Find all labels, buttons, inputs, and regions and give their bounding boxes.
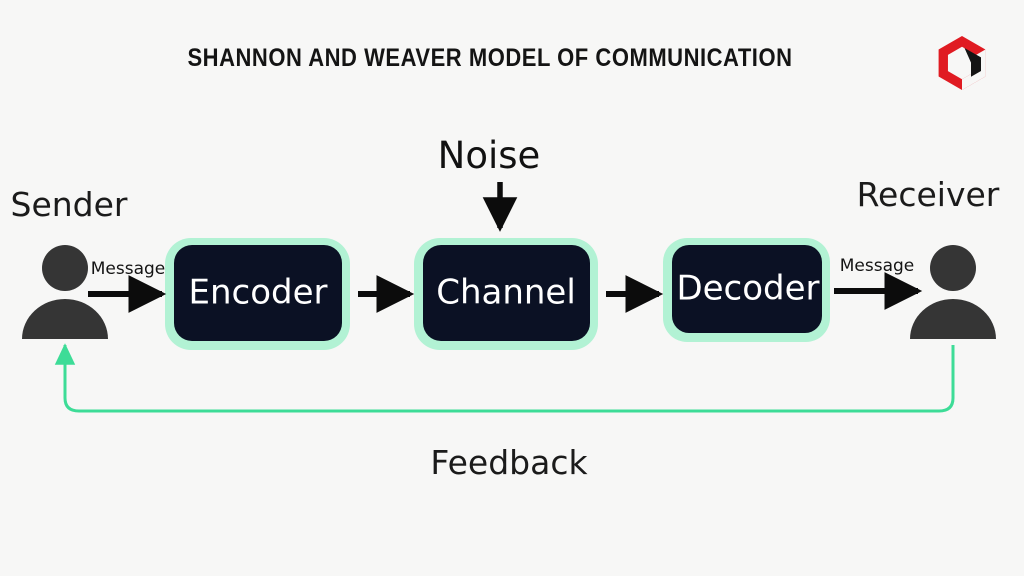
page-title: SHANNON AND WEAVER MODEL OF COMMUNICATIO… — [187, 44, 793, 72]
encoder-label: Encoder — [188, 273, 327, 313]
decoder-node[interactable]: Decoder — [663, 238, 830, 342]
message-right-label: Message — [840, 256, 915, 276]
hexagon-c-logo — [938, 36, 986, 90]
sender-label: Sender — [11, 185, 128, 224]
noise-label: Noise — [438, 134, 541, 177]
decoder-label: Decoder — [676, 269, 819, 309]
message-left-label: Message — [91, 259, 166, 279]
channel-label: Channel — [436, 273, 576, 313]
encoder-node[interactable]: Encoder — [165, 238, 350, 350]
channel-node[interactable]: Channel — [414, 238, 598, 350]
feedback-loop-arrow — [54, 343, 955, 413]
sender-person-icon — [22, 245, 108, 339]
feedback-label: Feedback — [430, 443, 588, 482]
receiver-person-icon — [910, 245, 996, 339]
receiver-label: Receiver — [857, 175, 1000, 214]
